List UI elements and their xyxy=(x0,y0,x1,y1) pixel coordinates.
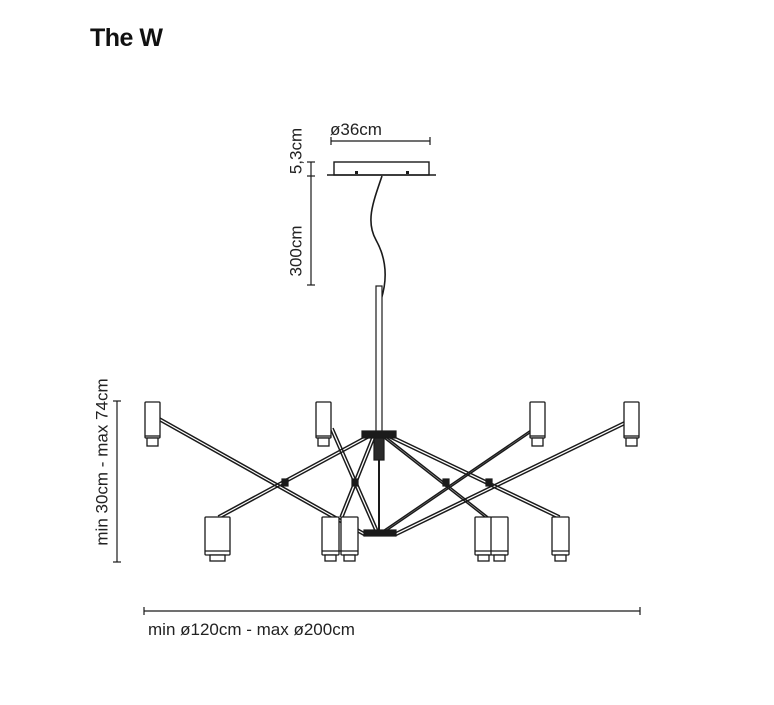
cable-length-label: 300cm xyxy=(286,225,306,277)
diameter-range-label: min ø120cm - max ø200cm xyxy=(148,620,355,639)
ceiling-canopy xyxy=(327,161,436,176)
canopy-height-label: 5,3cm xyxy=(286,127,306,175)
arm-joints xyxy=(281,478,493,487)
canopy-diameter-dimension-line xyxy=(330,137,431,145)
lamp-arms xyxy=(159,417,633,537)
height-range-label: min 30cm - max 74cm xyxy=(92,378,112,546)
diameter-range-dimension-line xyxy=(143,607,641,615)
power-cable xyxy=(370,175,386,301)
central-stem xyxy=(361,285,397,537)
height-range-dimension-line xyxy=(113,400,121,563)
canopy-height-dimension-line xyxy=(307,161,315,177)
product-title: The W xyxy=(90,24,163,52)
upper-spotlights xyxy=(144,401,640,447)
cable-length-dimension-line xyxy=(307,176,315,286)
lower-spotlights xyxy=(204,516,570,562)
canopy-diameter-label: ø36cm xyxy=(330,120,382,139)
